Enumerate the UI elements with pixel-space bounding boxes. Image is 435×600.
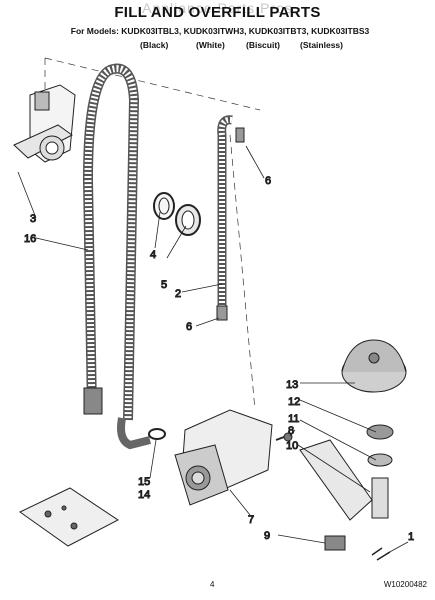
- watermark: Appliance Parts Pros: [142, 0, 293, 16]
- inlet-valve: [174, 409, 273, 506]
- gaskets: [153, 192, 201, 236]
- color-black: (Black): [140, 40, 169, 50]
- color-white: (White): [196, 40, 225, 50]
- color-stainless: (Stainless): [300, 40, 343, 50]
- color-variants: (Black) (White) (Biscuit) (Stainless): [0, 40, 435, 52]
- reference-lines: [44, 57, 261, 411]
- screw: [275, 432, 293, 442]
- models-line: For Models: KUDK03ITBL3, KUDK03ITWH3, KU…: [70, 26, 370, 36]
- callout-11: 11: [288, 413, 299, 425]
- callout-7: 7: [248, 514, 254, 526]
- callout-9: 9: [264, 530, 270, 542]
- color-biscuit: (Biscuit): [246, 40, 280, 50]
- page-title: FILL AND OVERFILL PARTS: [114, 4, 321, 21]
- callout-6-top: 6: [265, 175, 271, 187]
- callout-5: 5: [161, 279, 167, 291]
- document-code: W10200482: [383, 580, 427, 589]
- vent-bracket: [13, 84, 76, 163]
- callout-15: 15: [138, 476, 150, 488]
- float-assembly: [299, 339, 407, 561]
- callout-16: 16: [24, 233, 36, 245]
- hose-clamp: [148, 428, 166, 440]
- fill-hose-assembly: [82, 63, 151, 450]
- callout-6-bottom: 6: [186, 321, 192, 333]
- callout-3: 3: [30, 213, 36, 225]
- callout-13: 13: [286, 379, 298, 391]
- callout-10: 10: [286, 440, 298, 452]
- callout-8: 8: [288, 425, 294, 437]
- page-number: 4: [210, 580, 215, 589]
- callout-2: 2: [175, 288, 181, 300]
- overfill-hose: [216, 115, 245, 321]
- callout-1: 1: [408, 531, 414, 543]
- callout-14: 14: [138, 489, 150, 501]
- leader-lines: [17, 145, 409, 555]
- parts-bag: [19, 487, 119, 547]
- callout-4: 4: [150, 249, 156, 261]
- callout-12: 12: [288, 396, 300, 408]
